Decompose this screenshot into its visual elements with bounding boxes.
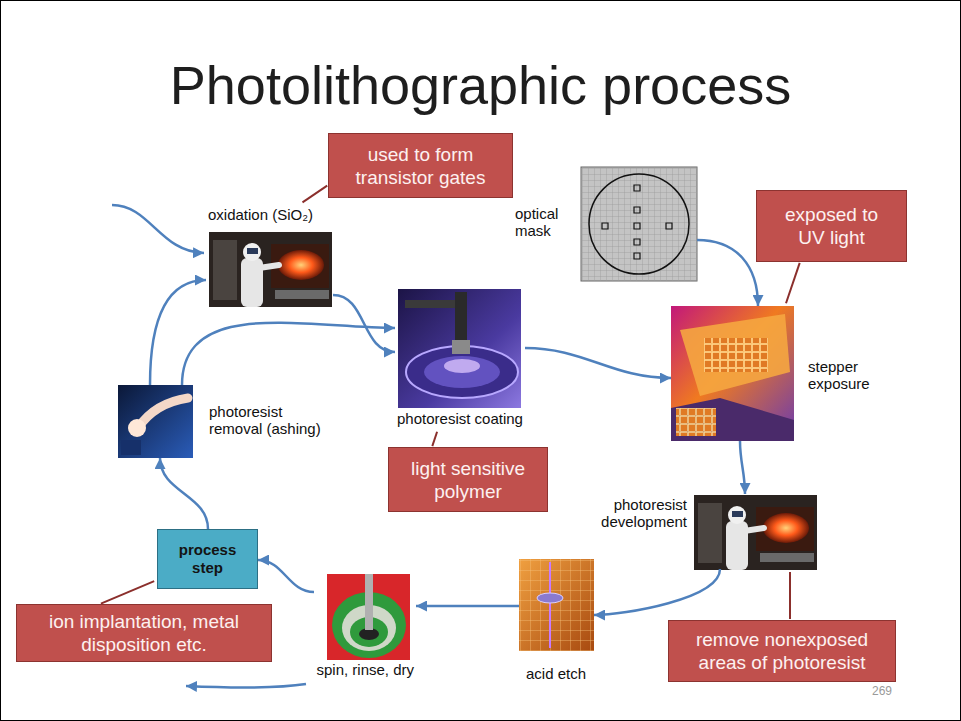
page-number: 269	[872, 684, 892, 698]
mask-wafer-outline	[589, 174, 689, 274]
flow-arrow	[258, 560, 314, 592]
leader-line	[786, 263, 800, 303]
callout-box: exposed to UV light	[756, 190, 907, 262]
process-box: process step	[157, 529, 258, 589]
resist-film	[424, 356, 500, 388]
flow-arrow	[697, 240, 758, 306]
step-caption: oxidation (SiO₂)	[208, 206, 348, 223]
nozzle-tip	[452, 340, 470, 354]
process-label: process step	[164, 541, 251, 577]
process-step-photo: optical mask	[513, 167, 697, 281]
process-step-photo: photoresist development	[599, 494, 816, 569]
mask-photo	[581, 167, 697, 281]
step-caption: photoresist removal (ashing)	[209, 403, 329, 437]
dispense-arm	[405, 300, 457, 308]
step-caption: optical mask	[515, 205, 577, 239]
reticle-plate	[680, 314, 790, 396]
ashing-photo	[118, 385, 193, 458]
caption-holder: optical mask	[515, 205, 577, 239]
step-caption: stepper exposure	[808, 358, 888, 392]
plasma-tube	[138, 398, 188, 428]
die-array	[704, 338, 768, 372]
spin-photo	[327, 574, 410, 660]
process-step-photo: oxidation (SiO₂)	[206, 204, 333, 307]
title-holder: Photolithographic process	[0, 53, 961, 118]
callout-box: light sensitive polymer	[388, 447, 548, 512]
incoming-arrow	[112, 205, 204, 253]
callout-text: used to form transistor gates	[339, 143, 502, 189]
process-step-photo: photoresist coating	[395, 289, 525, 429]
process-step-photo: stepper exposure	[671, 306, 872, 441]
step-caption: spin, rinse, dry	[294, 661, 414, 678]
caption-holder: photoresist coating	[390, 410, 530, 427]
caption-holder: spin, rinse, dry	[294, 661, 414, 678]
flow-arrow	[160, 458, 208, 529]
leader-line	[101, 581, 154, 603]
callout-text: ion implantation, metal disposition etc.	[25, 610, 263, 656]
callout-box: used to form transistor gates	[328, 133, 513, 198]
flow-arrow	[182, 323, 395, 385]
flow-arrow	[525, 348, 671, 378]
caption-holder: photoresist removal (ashing)	[209, 403, 329, 437]
step-caption: photoresist development	[587, 496, 687, 530]
label-holder: 269	[872, 684, 892, 698]
etch-beam	[549, 562, 551, 648]
glow	[444, 359, 480, 373]
caption-holder: photoresist development	[587, 496, 687, 530]
mask-pattern	[581, 167, 697, 281]
caption-holder: stepper exposure	[808, 358, 888, 392]
callout-box: ion implantation, metal disposition etc.	[16, 604, 272, 662]
mask-marks	[602, 185, 672, 259]
callout-text: exposed to UV light	[775, 203, 888, 249]
flow-arrow	[333, 295, 395, 352]
leader-line	[303, 186, 328, 203]
wafer-map	[676, 408, 716, 436]
coating-photo	[398, 289, 521, 408]
process-step-photo: acid etch	[519, 559, 594, 684]
spindle	[365, 574, 373, 630]
etch-photo	[519, 559, 594, 651]
stage-base	[671, 398, 794, 441]
caption-holder: oxidation (SiO₂)	[208, 206, 348, 223]
flow-arrow	[416, 605, 519, 608]
step-caption: acid etch	[516, 665, 596, 682]
process-step-photo: photoresist removal (ashing)	[118, 385, 323, 458]
caption-holder: acid etch	[516, 665, 596, 682]
oxidation-photo	[209, 232, 332, 307]
outgoing-arrow	[186, 684, 306, 687]
flow-arrow	[150, 280, 206, 385]
etch-dies	[519, 559, 594, 651]
plasma-glow	[128, 419, 146, 437]
flow-arrow	[740, 441, 745, 494]
process-step-photo: spin, rinse, dry	[314, 574, 416, 680]
nozzle	[455, 292, 467, 344]
development-photo	[694, 495, 817, 570]
etch-spot	[537, 593, 563, 603]
stepper-photo	[671, 306, 794, 441]
leader-line	[789, 572, 791, 619]
callout-box: remove nonexposed areas of photoresist	[668, 620, 896, 682]
step-caption: photoresist coating	[390, 410, 530, 427]
leader-line	[432, 432, 437, 446]
slide-title: Photolithographic process	[0, 53, 961, 118]
callout-text: light sensitive polymer	[397, 457, 539, 503]
chamber	[121, 440, 141, 455]
flow-arrow	[594, 569, 720, 615]
callout-text: remove nonexposed areas of photoresist	[677, 628, 887, 674]
